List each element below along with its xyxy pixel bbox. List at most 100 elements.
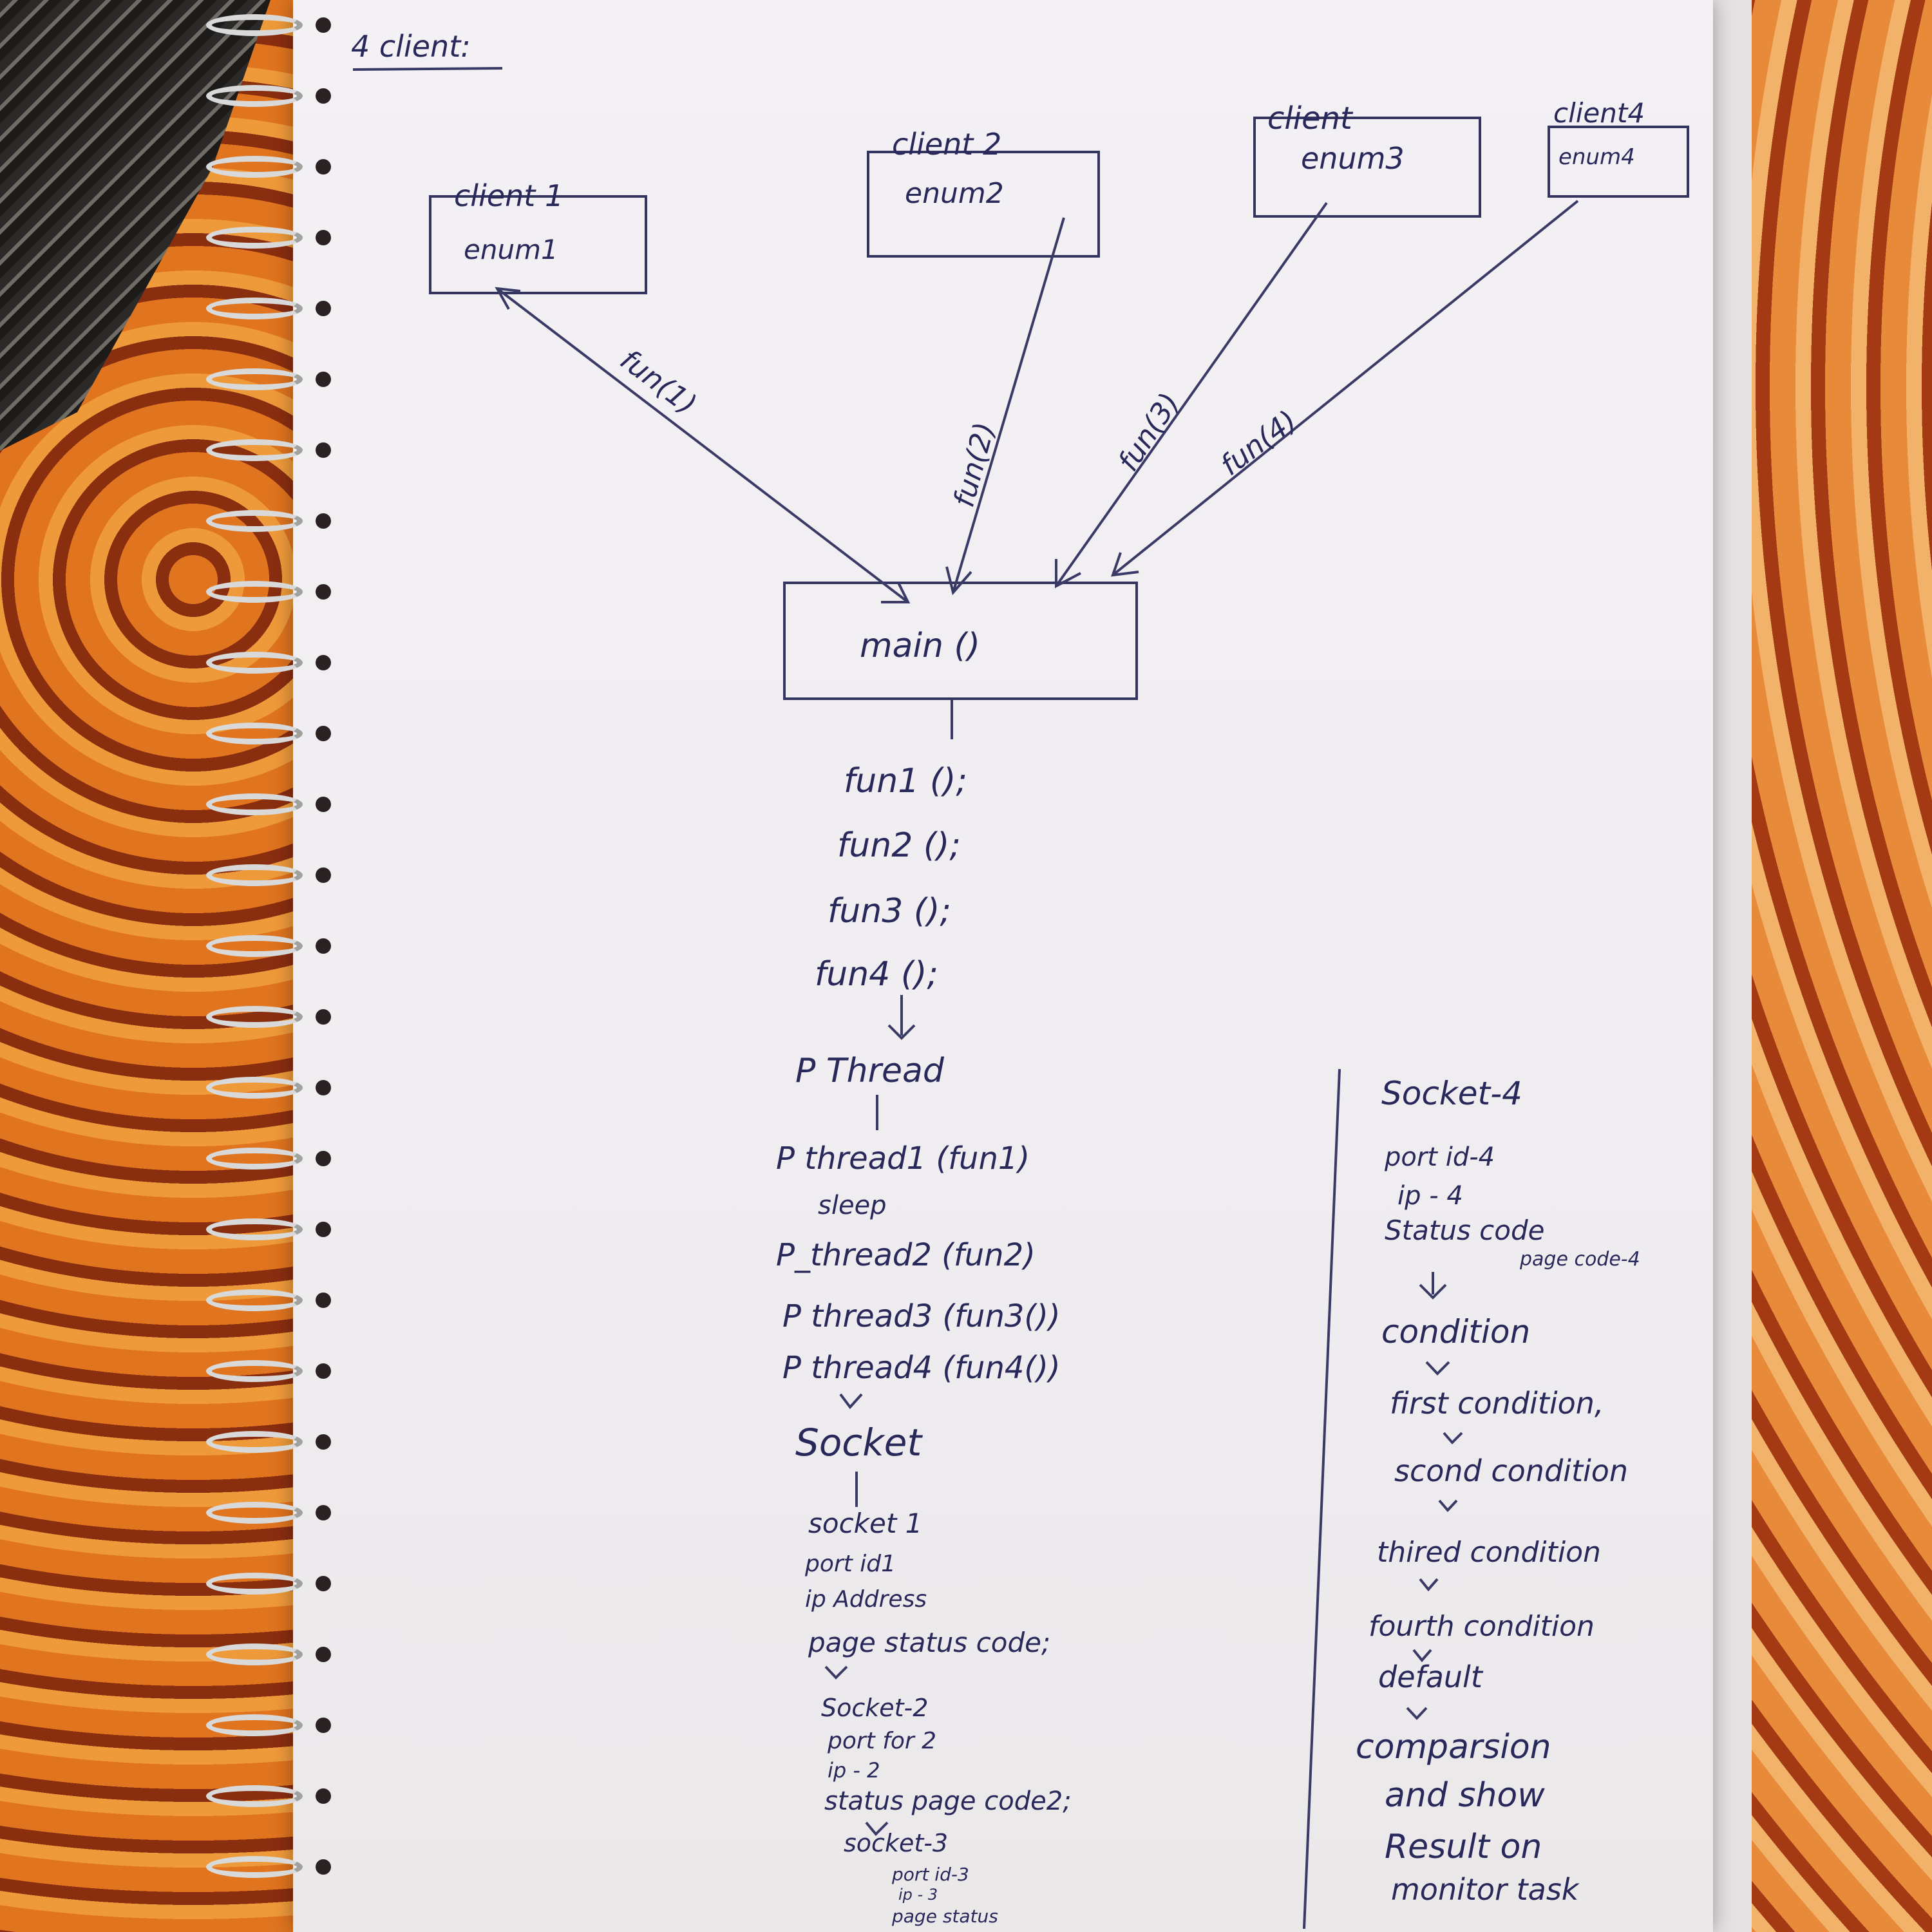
binding-hole bbox=[316, 584, 331, 600]
socket4-line-5: page code-4 bbox=[1519, 1248, 1640, 1271]
column-divider bbox=[1303, 1068, 1341, 1929]
client4-label: client4 bbox=[1553, 97, 1645, 129]
result-line-2: and show bbox=[1385, 1776, 1545, 1815]
arrow-fun3-head bbox=[1055, 559, 1081, 589]
spiral-ring bbox=[206, 652, 303, 674]
page-title: 4 client: bbox=[351, 29, 471, 64]
spiral-ring bbox=[206, 227, 303, 249]
result-line-1: comparsion bbox=[1356, 1728, 1551, 1766]
condition-arrow-4 bbox=[1419, 1578, 1439, 1592]
spiral-ring bbox=[206, 1360, 303, 1382]
socket1-line-1: socket 1 bbox=[808, 1508, 922, 1539]
binding-hole bbox=[316, 230, 331, 245]
condition-arrow-5 bbox=[1412, 1649, 1432, 1663]
socket4-line-1: Socket-4 bbox=[1381, 1075, 1522, 1112]
result-line-4: monitor task bbox=[1391, 1872, 1580, 1907]
condition-second: scond condition bbox=[1394, 1454, 1628, 1488]
binding-hole bbox=[316, 726, 331, 741]
binding-hole bbox=[316, 1788, 331, 1804]
binding-hole bbox=[316, 88, 331, 104]
thread-call-1: P thread1 (fun1) bbox=[776, 1141, 1030, 1177]
arrow-fun1-label: fun(1) bbox=[614, 343, 702, 421]
arrow-fun1-head-top bbox=[495, 287, 521, 310]
arrow-fun1-head-bottom bbox=[881, 582, 911, 603]
arrow-fun4-head bbox=[1111, 552, 1139, 577]
binding-hole bbox=[316, 159, 331, 175]
condition-arrow-2 bbox=[1443, 1432, 1463, 1444]
socket1-arrowhead bbox=[824, 1665, 848, 1680]
socket4-line-4: Status code bbox=[1385, 1215, 1544, 1246]
spiral-ring bbox=[206, 793, 303, 815]
binding-hole bbox=[316, 1718, 331, 1733]
client3-box bbox=[1253, 117, 1481, 218]
socket1-line-2: port id1 bbox=[804, 1551, 896, 1577]
thread-call-2: P_thread2 (fun2) bbox=[776, 1237, 1036, 1273]
spiral-ring bbox=[206, 723, 303, 744]
socket3-line-3: ip - 3 bbox=[898, 1886, 938, 1904]
binding-hole bbox=[316, 442, 331, 458]
binding-hole bbox=[316, 867, 331, 883]
binding-hole bbox=[316, 1576, 331, 1591]
spiral-ring bbox=[206, 439, 303, 461]
spiral-ring bbox=[206, 510, 303, 532]
socket4-line-2: port id-4 bbox=[1384, 1142, 1495, 1172]
spiral-ring bbox=[206, 1502, 303, 1524]
binding-hole bbox=[316, 655, 331, 670]
arrow-fun3 bbox=[1055, 202, 1328, 587]
arrow-fun2 bbox=[952, 217, 1065, 593]
thread-call-4: P thread4 (fun4()) bbox=[782, 1350, 1061, 1386]
thread-header: P Thread bbox=[795, 1052, 945, 1090]
binding-hole bbox=[316, 1222, 331, 1237]
thread-down-arrowhead bbox=[839, 1393, 863, 1410]
binding-hole bbox=[316, 1363, 331, 1379]
client2-box bbox=[867, 151, 1100, 258]
condition-header: condition bbox=[1381, 1313, 1530, 1350]
spiral-ring bbox=[206, 1289, 303, 1311]
notebook-page bbox=[293, 0, 1713, 1932]
socket2-arrowhead bbox=[865, 1821, 889, 1836]
socket4-line-3: ip - 4 bbox=[1397, 1181, 1463, 1211]
condition-arrow-6 bbox=[1406, 1707, 1428, 1720]
spiral-ring bbox=[206, 14, 303, 36]
binding-hole bbox=[316, 1009, 331, 1025]
binding-hole bbox=[316, 372, 331, 387]
client2-enum: enum2 bbox=[905, 177, 1004, 210]
spiral-ring bbox=[206, 1218, 303, 1240]
spiral-ring bbox=[206, 1785, 303, 1807]
binding-hole bbox=[316, 513, 331, 529]
socket2-line-3: ip - 2 bbox=[828, 1758, 880, 1783]
spiral-ring bbox=[206, 298, 303, 319]
spiral-ring bbox=[206, 1431, 303, 1453]
client4-box bbox=[1548, 126, 1689, 198]
thread-sleep: sleep bbox=[818, 1191, 887, 1220]
condition-first: first condition, bbox=[1390, 1386, 1604, 1421]
fun-call-1: fun1 (); bbox=[844, 762, 967, 800]
binding-hole bbox=[316, 797, 331, 812]
spiral-ring bbox=[206, 368, 303, 390]
spiral-ring bbox=[206, 1006, 303, 1028]
socket1-line-3: ip Address bbox=[805, 1586, 927, 1613]
arrow-fun3-label: fun(3) bbox=[1112, 387, 1186, 477]
fun-down-arrowhead bbox=[887, 1024, 916, 1040]
binding-hole bbox=[316, 938, 331, 954]
socket3-line-1: socket-3 bbox=[844, 1829, 948, 1857]
arrow-fun4 bbox=[1112, 200, 1579, 576]
condition-arrow-3 bbox=[1438, 1499, 1458, 1512]
spiral-ring bbox=[206, 1643, 303, 1665]
socket4-arrowhead bbox=[1419, 1283, 1447, 1300]
socket1-line-4: page status code; bbox=[808, 1627, 1050, 1658]
binding-hole bbox=[316, 1647, 331, 1662]
socket2-line-4: status page code2; bbox=[824, 1786, 1072, 1816]
client4-enum: enum4 bbox=[1558, 144, 1635, 170]
spiral-ring bbox=[206, 581, 303, 603]
binding-hole bbox=[316, 17, 331, 33]
spiral-ring bbox=[206, 935, 303, 957]
arrow-fun4-label: fun(4) bbox=[1215, 404, 1303, 482]
spiral-ring bbox=[206, 1148, 303, 1170]
client1-box bbox=[429, 195, 647, 294]
spiral-ring bbox=[206, 864, 303, 886]
socket-header: Socket bbox=[795, 1421, 923, 1464]
arrow-fun2-label: fun(2) bbox=[947, 419, 1001, 511]
spiral-ring bbox=[206, 1714, 303, 1736]
socket2-line-1: Socket-2 bbox=[821, 1694, 928, 1722]
